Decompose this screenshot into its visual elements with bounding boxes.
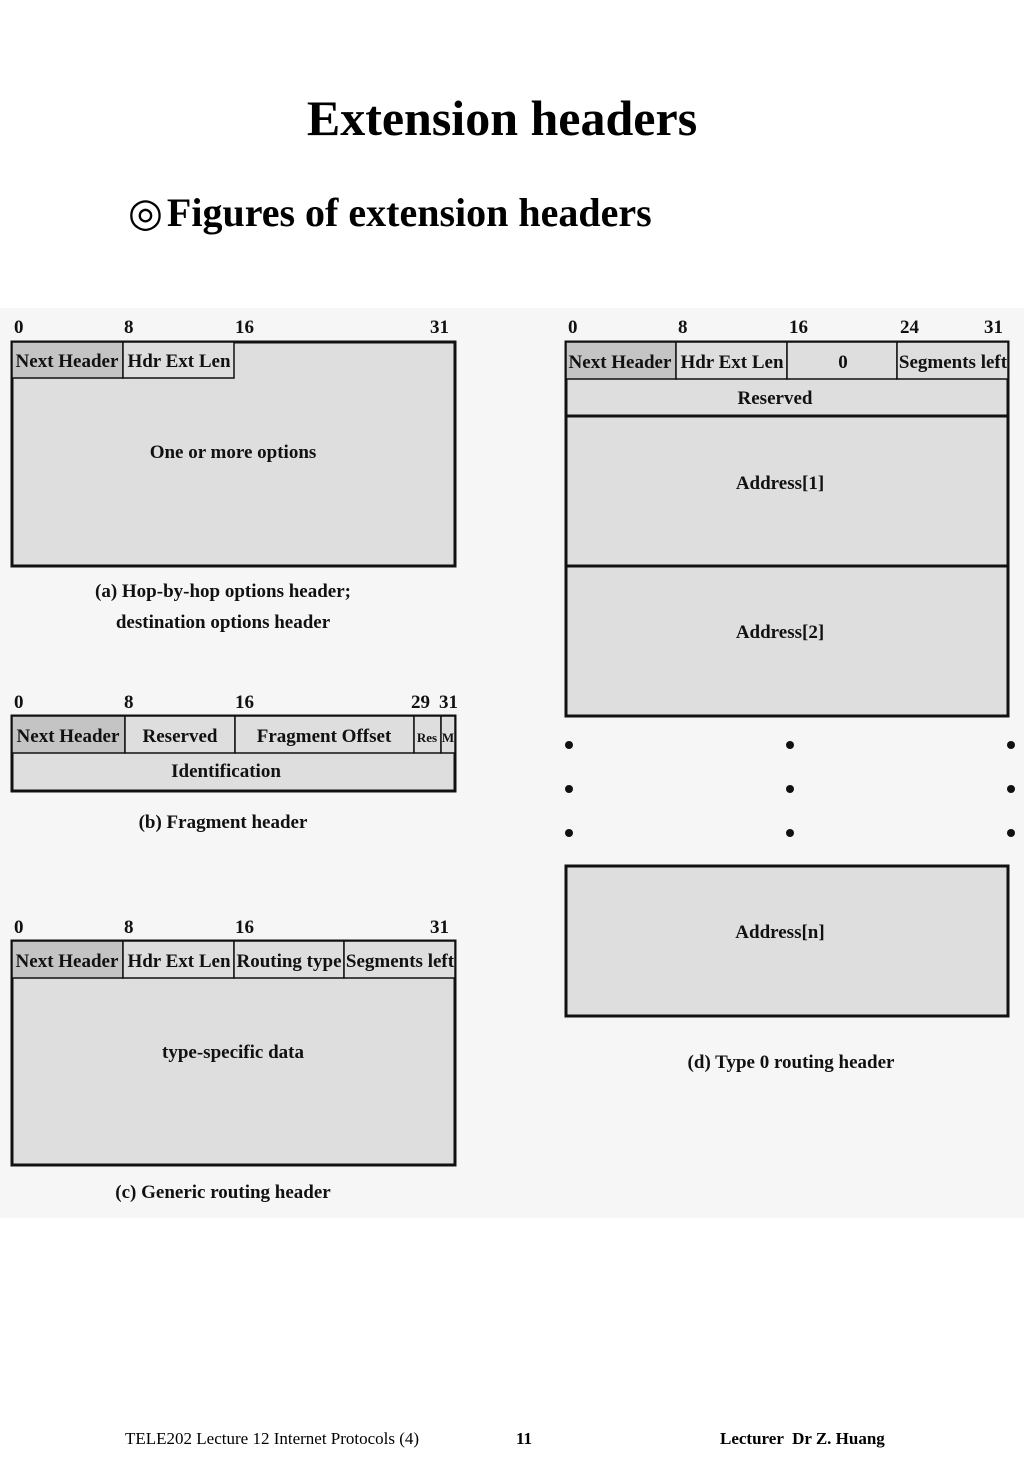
bit-label: 0 bbox=[14, 917, 24, 938]
field-cell bbox=[11, 341, 124, 379]
diagram-c-generic-routing: 0 8 16 31 Next Header Hdr Ext Len Routin… bbox=[10, 917, 457, 1203]
field-address-n: Address[n] bbox=[735, 922, 824, 943]
ellipsis-dots bbox=[565, 741, 1015, 837]
bit-label: 31 bbox=[430, 917, 449, 938]
field-reserved: Reserved bbox=[143, 726, 218, 747]
field-hdr-ext-len: Hdr Ext Len bbox=[127, 351, 231, 372]
slide-subtitle: ◎Figures of extension headers bbox=[128, 188, 652, 238]
field-next-header: Next Header bbox=[569, 352, 672, 373]
field-segments-left: Segments left bbox=[346, 951, 455, 972]
field-next-header: Next Header bbox=[17, 726, 120, 747]
figure-canvas: 0 8 16 31 Next Header Hdr Ext Len One or… bbox=[10, 317, 1015, 1203]
field-cell bbox=[675, 341, 788, 380]
bit-label: 0 bbox=[14, 692, 24, 713]
bit-label: 0 bbox=[14, 317, 24, 338]
field-fragment-offset: Fragment Offset bbox=[257, 726, 392, 747]
field-res: Res bbox=[417, 730, 437, 745]
field-cell bbox=[896, 341, 1009, 380]
field-cell bbox=[565, 341, 677, 380]
field-routing-type: Routing type bbox=[236, 951, 341, 972]
caption-a-line2: destination options header bbox=[116, 612, 331, 633]
bit-label: 0 bbox=[568, 317, 578, 338]
bit-label: 31 bbox=[430, 317, 449, 338]
field-cell bbox=[122, 940, 235, 979]
bit-label: 16 bbox=[789, 317, 808, 338]
field-cell bbox=[786, 341, 898, 380]
bit-label: 8 bbox=[124, 917, 134, 938]
bit-label: 31 bbox=[984, 317, 1003, 338]
diagram-b-fragment: 0 8 16 29 31 Next Header Reserved Fragme… bbox=[10, 692, 458, 833]
field-options: One or more options bbox=[150, 442, 317, 463]
footer-lecturer: Lecturer Dr Z. Huang bbox=[720, 1429, 885, 1448]
field-m-flag: M bbox=[442, 730, 454, 745]
address-2-box bbox=[564, 564, 1010, 718]
field-next-header: Next Header bbox=[16, 351, 119, 372]
bit-label: 29 bbox=[411, 692, 430, 713]
slide-title: Extension headers bbox=[306, 90, 698, 146]
bit-label: 31 bbox=[439, 692, 458, 713]
subtitle-text: Figures of extension headers bbox=[166, 190, 652, 235]
field-cell bbox=[11, 715, 126, 754]
bit-label: 8 bbox=[124, 317, 134, 338]
diagram-a-hop-by-hop: 0 8 16 31 Next Header Hdr Ext Len One or… bbox=[10, 317, 457, 633]
bit-label: 16 bbox=[235, 692, 254, 713]
bit-label: 8 bbox=[124, 692, 134, 713]
bit-label: 16 bbox=[235, 317, 254, 338]
extension-headers-figure: 0 8 16 31 Next Header Hdr Ext Len One or… bbox=[0, 308, 1024, 1218]
field-hdr-ext-len: Hdr Ext Len bbox=[127, 951, 231, 972]
field-next-header: Next Header bbox=[16, 951, 119, 972]
field-segments-left: Segments left bbox=[899, 352, 1008, 373]
header-a-box bbox=[10, 340, 457, 568]
bullet-target-icon: ◎ bbox=[128, 190, 163, 235]
bit-label: 24 bbox=[900, 317, 920, 338]
field-cell bbox=[440, 715, 456, 754]
field-cell bbox=[124, 715, 236, 754]
field-hdr-ext-len: Hdr Ext Len bbox=[680, 352, 784, 373]
field-cell bbox=[233, 940, 345, 979]
caption-b: (b) Fragment header bbox=[139, 812, 308, 833]
field-address-1: Address[1] bbox=[736, 473, 824, 494]
field-cell bbox=[122, 341, 235, 379]
footer-course: TELE202 Lecture 12 Internet Protocols (4… bbox=[125, 1429, 420, 1448]
field-routing-type-zero: 0 bbox=[838, 352, 848, 373]
field-identification: Identification bbox=[171, 761, 281, 782]
field-reserved: Reserved bbox=[738, 388, 813, 409]
diagram-d-type0-routing: 0 8 16 24 31 Next Header Hdr Ext Len 0 S… bbox=[564, 317, 1015, 1073]
caption-a-line1: (a) Hop-by-hop options header; bbox=[95, 581, 351, 602]
field-cell bbox=[11, 940, 124, 979]
footer-page-number: 11 bbox=[516, 1429, 533, 1448]
bit-label: 16 bbox=[235, 917, 254, 938]
bit-label: 8 bbox=[678, 317, 688, 338]
field-cell bbox=[234, 715, 415, 754]
field-cell bbox=[343, 940, 456, 979]
caption-d: (d) Type 0 routing header bbox=[688, 1052, 895, 1073]
field-cell bbox=[413, 715, 442, 754]
caption-c: (c) Generic routing header bbox=[115, 1182, 331, 1203]
field-address-2: Address[2] bbox=[736, 622, 824, 643]
address-n-box bbox=[564, 864, 1010, 1018]
address-1-box bbox=[564, 414, 1010, 568]
field-type-specific-data: type-specific data bbox=[162, 1042, 304, 1063]
